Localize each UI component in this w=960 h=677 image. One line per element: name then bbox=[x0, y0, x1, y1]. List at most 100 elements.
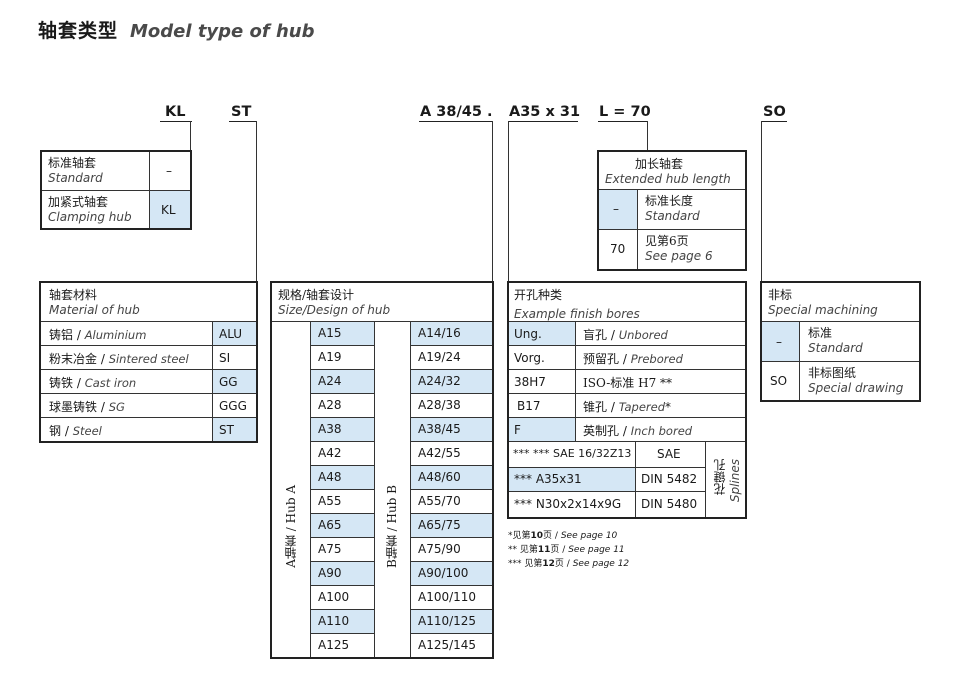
length-header-en: Extended hub length bbox=[605, 172, 731, 186]
footnote-2: ** 见第11页 / See page 11 bbox=[508, 545, 625, 555]
length-row-2-en: See page 6 bbox=[645, 249, 713, 263]
hub-a-label: A轴套 / Hub A bbox=[284, 485, 298, 568]
material-row-5: 钢 / Steel bbox=[49, 424, 102, 438]
size-row-a: A28 bbox=[318, 398, 342, 412]
spline-label-en: Splines bbox=[728, 459, 742, 503]
size-row-a: A24 bbox=[318, 374, 342, 388]
material-row-1: 铸铝 / Aluminium bbox=[49, 328, 147, 342]
bore-row-2-desc: 预留孔 / Prebored bbox=[583, 352, 683, 366]
size-row-b: A24/32 bbox=[418, 374, 461, 388]
size-row-a: A38 bbox=[318, 422, 342, 436]
size-row-a: A100 bbox=[318, 590, 350, 604]
spline-row-2-std: DIN 5482 bbox=[641, 472, 698, 486]
clamp-row-1-code: – bbox=[166, 164, 172, 178]
size-row-a: A15 bbox=[318, 326, 342, 340]
bore-row-4-desc: 锥孔 / Tapered* bbox=[583, 400, 672, 414]
clamp-hub-table: 标准轴套 Standard – 加紧式轴套 Clamping hub KL bbox=[40, 150, 192, 230]
bore-row-4-code: B17 bbox=[517, 399, 541, 413]
size-row-b: A110/125 bbox=[418, 614, 477, 628]
size-row-a: A110 bbox=[318, 614, 350, 628]
size-row-a: A55 bbox=[318, 494, 342, 508]
length-row-1-en: Standard bbox=[645, 209, 700, 223]
material-row-2: 粉末冶金 / Sintered steel bbox=[49, 352, 189, 366]
footnote-1: *见第10页 / See page 10 bbox=[508, 531, 618, 541]
material-row-3: 铸铁 / Cast iron bbox=[49, 376, 137, 390]
bore-row-1-code: Ung. bbox=[514, 327, 542, 341]
size-row-b: A100/110 bbox=[418, 590, 477, 604]
size-row-a: A65 bbox=[318, 518, 342, 532]
size-header-en: Size/Design of hub bbox=[278, 303, 391, 317]
bore-row-3-code: 38H7 bbox=[514, 375, 546, 389]
size-row-b: A55/70 bbox=[418, 494, 461, 508]
size-row-a: A125 bbox=[318, 638, 350, 652]
so-row-2-zh: 非标图纸 bbox=[808, 366, 857, 380]
size-row-a: A19 bbox=[318, 350, 342, 364]
code-st: ST bbox=[231, 104, 252, 120]
material-row-1-code: ALU bbox=[219, 327, 243, 341]
title-zh: 轴套类型 bbox=[38, 20, 119, 42]
bore-row-1-desc: 盲孔 / Unbored bbox=[583, 328, 668, 342]
size-row-b: A19/24 bbox=[418, 350, 461, 364]
size-row-b: A42/55 bbox=[418, 446, 461, 460]
clamp-row-2-zh: 加紧式轴套 bbox=[48, 195, 109, 209]
clamp-row-1-zh: 标准轴套 bbox=[48, 156, 97, 170]
spline-row-1-std: SAE bbox=[657, 447, 681, 461]
code-length: L = 70 bbox=[599, 104, 651, 120]
size-row-b: A125/145 bbox=[418, 638, 477, 652]
material-row-2-code: SI bbox=[219, 351, 231, 365]
code-bore: A35 x 31 bbox=[509, 104, 581, 120]
spline-row-2-code: *** A35x31 bbox=[514, 472, 582, 486]
bore-row-5-code: F bbox=[514, 423, 521, 437]
bore-header-zh: 开孔种类 bbox=[514, 288, 563, 302]
length-header-zh: 加长轴套 bbox=[635, 157, 684, 171]
size-row-b: A38/45 bbox=[418, 422, 461, 436]
length-table: 加长轴套 Extended hub length – 标准长度 Standard… bbox=[597, 150, 747, 271]
size-row-b: A14/16 bbox=[418, 326, 461, 340]
so-row-1-code: – bbox=[776, 335, 782, 349]
size-row-a: A48 bbox=[318, 470, 342, 484]
size-row-b: A65/75 bbox=[418, 518, 461, 532]
clamp-row-1-en: Standard bbox=[48, 171, 103, 185]
code-so: SO bbox=[763, 104, 786, 120]
clamp-row-2-en: Clamping hub bbox=[48, 210, 132, 224]
hub-b-label: B轴套 / Hub B bbox=[385, 485, 399, 568]
spline-row-3-std: DIN 5480 bbox=[641, 497, 698, 511]
size-row-b: A28/38 bbox=[418, 398, 461, 412]
clamp-code-highlight bbox=[150, 191, 190, 228]
bore-row-3-desc: ISO-标准 H7 ** bbox=[583, 376, 673, 390]
material-row-3-code: GG bbox=[219, 375, 238, 389]
material-header-zh: 轴套材料 bbox=[49, 288, 98, 302]
code-size: A 38/45 . bbox=[420, 104, 493, 120]
spline-row-1-code: *** *** SAE 16/32Z13 bbox=[513, 447, 632, 460]
length-row-2-code: 70 bbox=[610, 242, 626, 256]
so-header-zh: 非标 bbox=[768, 288, 793, 302]
material-row-5-code: ST bbox=[219, 423, 234, 437]
length-row-1-zh: 标准长度 bbox=[645, 194, 694, 208]
size-row-b: A75/90 bbox=[418, 542, 461, 556]
bore-table: 开孔种类 Example finish bores Ung. 盲孔 / Unbo… bbox=[507, 281, 747, 519]
bore-row-2-code: Vorg. bbox=[514, 351, 545, 365]
so-row-2-en: Special drawing bbox=[808, 381, 904, 395]
so-row-2-code: SO bbox=[770, 374, 788, 388]
clamp-row-2-code: KL bbox=[161, 203, 176, 217]
so-table: 非标 Special machining – 标准 Standard SO 非标… bbox=[760, 281, 921, 402]
title-en: Model type of hub bbox=[130, 21, 315, 42]
footnote-3: *** 见第12页 / See page 12 bbox=[508, 559, 630, 569]
code-kl: KL bbox=[165, 104, 186, 120]
material-row-4: 球墨铸铁 / SG bbox=[49, 400, 125, 414]
size-header-zh: 规格/轴套设计 bbox=[278, 288, 355, 302]
size-row-b: A90/100 bbox=[418, 566, 469, 580]
bore-row-5-desc: 英制孔 / Inch bored bbox=[583, 424, 693, 438]
bore-header-en: Example finish bores bbox=[514, 307, 640, 321]
size-row-b: A48/60 bbox=[418, 470, 461, 484]
material-table: 轴套材料 Material of hub 铸铝 / Aluminium ALU … bbox=[39, 281, 258, 443]
size-row-a: A75 bbox=[318, 542, 342, 556]
page-title: 轴套类型 Model type of hub bbox=[38, 16, 315, 43]
material-row-4-code: GGG bbox=[219, 399, 247, 413]
so-row-1-zh: 标准 bbox=[808, 326, 833, 340]
so-header-en: Special machining bbox=[768, 303, 878, 317]
spline-row-3-code: *** N30x2x14x9G bbox=[514, 497, 622, 511]
length-row-2-zh: 见第6页 bbox=[645, 234, 689, 248]
material-header-en: Material of hub bbox=[49, 303, 140, 317]
